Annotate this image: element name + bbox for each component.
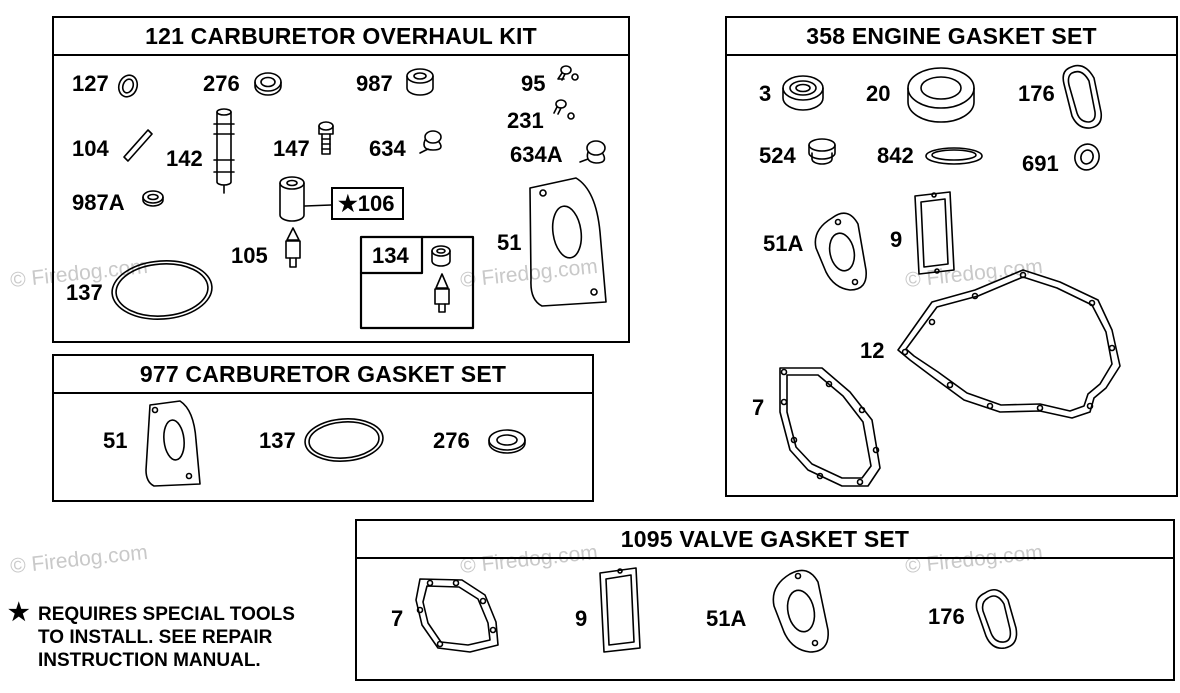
part-20-icon <box>907 67 975 123</box>
part-label: 691 <box>1022 151 1059 176</box>
part-276-icon <box>488 429 526 454</box>
part-842-icon <box>925 147 983 165</box>
part-label: 231 <box>507 108 544 133</box>
part-987-icon <box>406 68 434 96</box>
part-524-icon <box>808 138 836 165</box>
part-987a-icon <box>142 190 164 207</box>
part-634-icon <box>419 130 442 154</box>
engine-gasket-set-box: 358 ENGINE GASKET SET <box>725 16 1178 497</box>
valve-gasket-set-box: 1095 VALVE GASKET SET <box>355 519 1175 681</box>
part-691-icon <box>1074 143 1100 171</box>
part-9-icon <box>914 191 955 275</box>
part-134-box <box>359 235 475 330</box>
part-label: 104 <box>72 136 109 161</box>
part-106-icon <box>279 176 332 222</box>
part-label-106: ★106 <box>331 187 405 220</box>
part-95-icon <box>557 65 579 81</box>
part-134-icon <box>431 245 451 313</box>
part-51-icon <box>145 400 201 487</box>
carb-gasket-set-box: 977 CARBURETOR GASKET SET <box>52 354 594 502</box>
part-label: 987 <box>356 71 393 96</box>
part-label: 105 <box>231 243 268 268</box>
part-label: 142 <box>166 146 203 171</box>
part-label: 276 <box>433 428 470 453</box>
part-label: 276 <box>203 71 240 96</box>
part-51a-icon <box>772 569 829 653</box>
part-634a-icon <box>579 140 606 164</box>
part-147-icon <box>318 121 334 155</box>
part-9-icon <box>599 567 641 653</box>
part-label: 51 <box>497 230 522 255</box>
part-231-icon <box>553 99 575 120</box>
part-label: 9 <box>890 227 903 252</box>
part-label-134: 134 <box>372 243 409 268</box>
special-tool-star-icon: ★ <box>338 191 358 216</box>
part-label: 634A <box>510 142 563 167</box>
part-7-icon <box>779 367 881 487</box>
part-137-icon <box>304 418 384 462</box>
part-3-icon <box>782 75 824 111</box>
part-51-icon <box>529 177 607 307</box>
note-line-3: INSTRUCTION MANUAL. <box>38 650 261 671</box>
part-176-icon <box>975 588 1018 650</box>
part-label: 12 <box>860 338 885 363</box>
part-label: 51A <box>763 231 804 256</box>
part-label: 634 <box>369 136 406 161</box>
part-label: 147 <box>273 136 310 161</box>
part-51a-icon <box>814 212 867 291</box>
star-icon: ★ <box>8 599 30 626</box>
part-label: 176 <box>1018 81 1055 106</box>
carb-gasket-set-title: 977 CARBURETOR GASKET SET <box>54 356 592 394</box>
part-label: 842 <box>877 143 914 168</box>
note-line-2: TO INSTALL. SEE REPAIR <box>38 627 273 648</box>
part-number: 106 <box>357 191 395 216</box>
valve-gasket-set-title: 1095 VALVE GASKET SET <box>357 521 1173 559</box>
part-label: 127 <box>72 71 109 96</box>
part-label: 524 <box>759 143 796 168</box>
part-label: 7 <box>391 606 404 631</box>
engine-gasket-set-title: 358 ENGINE GASKET SET <box>727 18 1176 56</box>
part-label: 95 <box>521 71 546 96</box>
part-label: 176 <box>928 604 965 629</box>
carb-overhaul-kit-title: 121 CARBURETOR OVERHAUL KIT <box>54 18 628 56</box>
part-label: 9 <box>575 606 588 631</box>
part-105-icon <box>285 227 301 268</box>
part-104-icon <box>123 129 153 162</box>
part-label: 137 <box>259 428 296 453</box>
part-7-icon <box>415 578 499 653</box>
part-label: 20 <box>866 81 891 106</box>
part-label: 7 <box>752 395 765 420</box>
carb-overhaul-kit-box: 121 CARBURETOR OVERHAUL KIT <box>52 16 630 343</box>
part-142-icon <box>213 108 235 194</box>
part-137-icon <box>111 260 213 320</box>
part-276-icon <box>254 72 282 96</box>
part-176-icon <box>1062 64 1103 129</box>
part-label: 51A <box>706 606 747 631</box>
part-label: 987A <box>72 190 125 215</box>
part-label: 51 <box>103 428 128 453</box>
part-label: 137 <box>66 280 103 305</box>
note-line-1: REQUIRES SPECIAL TOOLS <box>38 604 295 625</box>
part-127-icon <box>117 74 139 98</box>
part-12-icon <box>897 269 1121 419</box>
part-label: 3 <box>759 81 772 106</box>
